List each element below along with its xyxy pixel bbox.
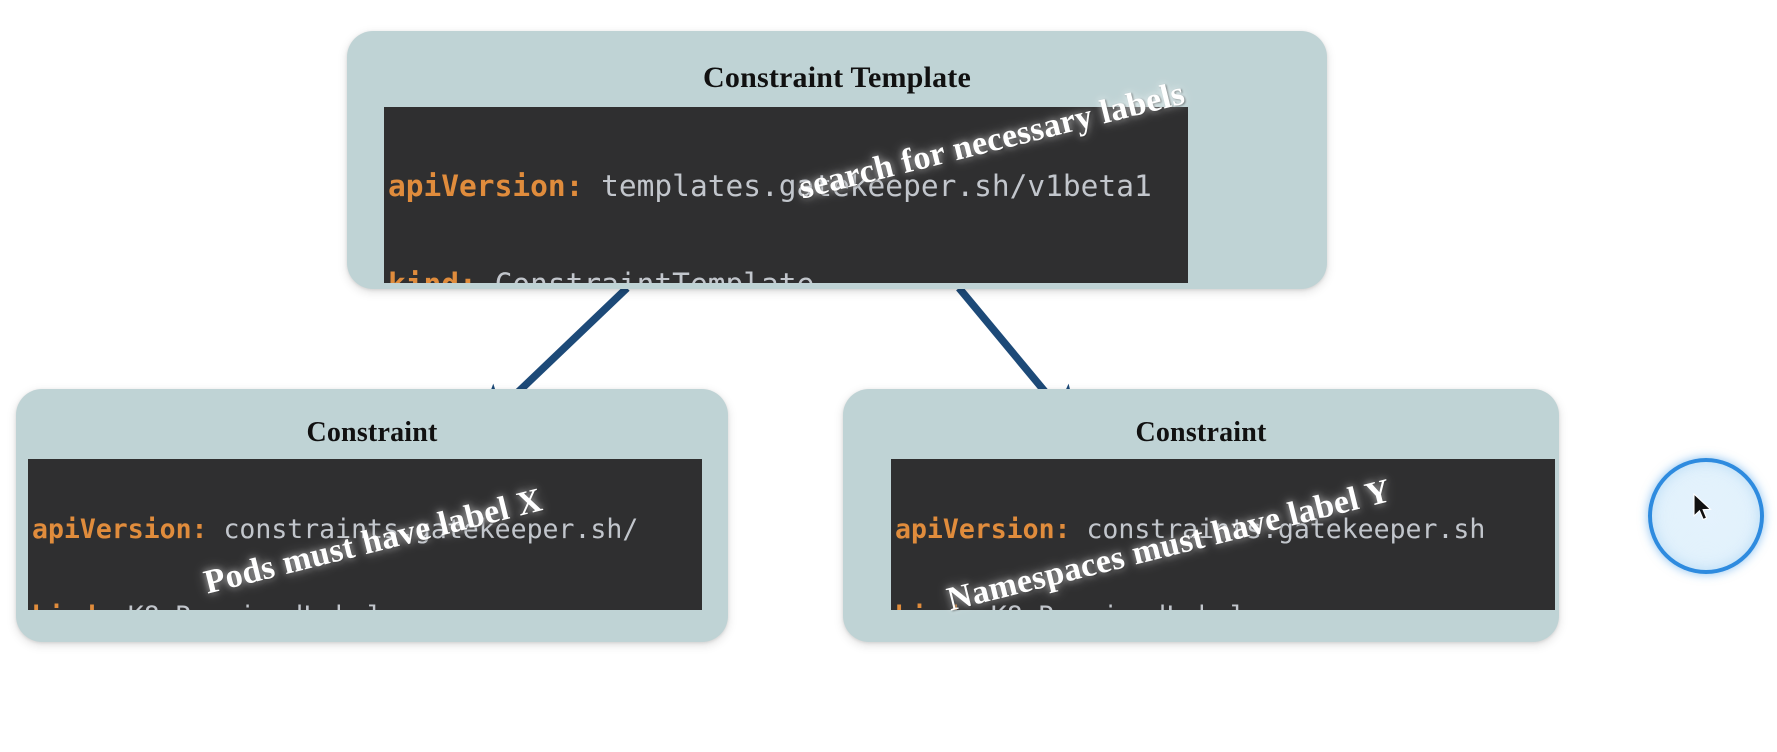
code-line: kind: K8sRequiredLabels <box>32 601 702 610</box>
card-title-constraint-namespaces: Constraint <box>1135 417 1267 448</box>
yaml-value: K8sRequiredLabels <box>975 601 1262 610</box>
card-constraint-namespaces[interactable]: Constraint apiVersion: constraints.gatek… <box>843 389 1559 642</box>
yaml-key: apiVersion: <box>32 514 208 545</box>
yaml-value: constraints.gatekeeper.sh <box>1070 514 1486 545</box>
code-line: apiVersion: templates.gatekeeper.sh/v1be… <box>388 169 1188 203</box>
yaml-key: apiVersion: <box>895 514 1071 545</box>
card-title-constraint-template: Constraint Template <box>703 61 971 94</box>
yaml-key: apiVersion: <box>388 169 584 203</box>
code-block-constraint-pods: apiVersion: constraints.gatekeeper.sh/ k… <box>28 459 702 610</box>
yaml-key: kind: <box>32 601 112 610</box>
yaml-value: K8sRequiredLabels <box>112 601 399 610</box>
code-block-constraint-namespaces: apiVersion: constraints.gatekeeper.sh ki… <box>891 459 1555 610</box>
card-constraint-pods[interactable]: Constraint apiVersion: constraints.gatek… <box>16 389 728 642</box>
yaml-value: constraints.gatekeeper.sh/ <box>207 514 639 545</box>
mouse-cursor-icon <box>1693 493 1712 521</box>
code-block-constraint-template: apiVersion: templates.gatekeeper.sh/v1be… <box>384 107 1188 283</box>
yaml-value: templates.gatekeeper.sh/v1beta1 <box>583 169 1152 203</box>
yaml-key: kind: <box>388 267 477 283</box>
card-constraint-template[interactable]: Constraint Template apiVersion: template… <box>347 31 1327 289</box>
code-line: kind: K8sRequiredLabels <box>895 601 1555 610</box>
code-line: apiVersion: constraints.gatekeeper.sh <box>895 514 1555 545</box>
card-title-constraint-pods: Constraint <box>306 417 438 448</box>
yaml-key: kind: <box>895 601 975 610</box>
code-line: apiVersion: constraints.gatekeeper.sh/ <box>32 514 702 545</box>
